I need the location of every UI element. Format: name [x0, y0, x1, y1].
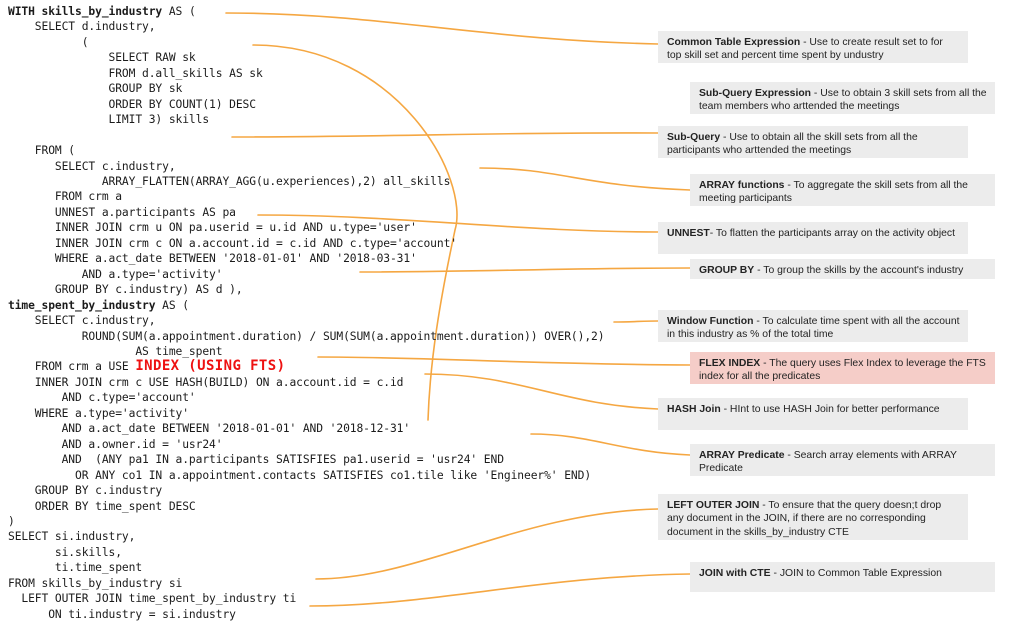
- annotation-term: FLEX INDEX: [699, 358, 761, 369]
- annotation-desc: - To aggregate the skill sets from all t…: [699, 180, 968, 205]
- annotation-desc: - To group the skills by the account's i…: [754, 265, 964, 276]
- annotation-term: GROUP BY: [699, 265, 755, 276]
- annotation-desc: - Use to obtain 3 skill sets from all th…: [699, 88, 987, 113]
- annotation-desc: - HInt to use HASH Join for better perfo…: [720, 404, 940, 415]
- annotation-desc: - To flatten the participants array on t…: [709, 228, 956, 239]
- annotation-term: HASH Join: [667, 404, 721, 415]
- annotation-window-function: Window Function - To calculate time spen…: [658, 310, 968, 342]
- annotation-sub-query: Sub-Query - Use to obtain all the skill …: [658, 126, 968, 158]
- annotation-cte: Common Table Expression - Use to create …: [658, 31, 968, 63]
- annotation-term: ARRAY Predicate: [699, 450, 785, 461]
- annotation-group-by: GROUP BY - To group the skills by the ac…: [690, 259, 995, 279]
- annotation-term: Sub-Query Expression: [699, 88, 812, 99]
- annotation-desc: - To ensure that the query doesn;t drop …: [667, 500, 942, 538]
- annotation-term: Common Table Expression: [667, 37, 801, 48]
- annotation-term: JOIN with CTE: [699, 568, 771, 579]
- annotation-array-functions: ARRAY functions - To aggregate the skill…: [690, 174, 995, 206]
- annotation-term: UNNEST: [667, 228, 710, 239]
- annotation-desc: - To calculate time spent with all the a…: [667, 316, 960, 341]
- annotation-desc: - The query uses Flex Index to leverage …: [699, 358, 986, 383]
- annotation-desc: - JOIN to Common Table Expression: [770, 568, 942, 579]
- annotation-term: LEFT OUTER JOIN: [667, 500, 760, 511]
- sql-code-pane: WITH skills_by_industry AS ( SELECT d.in…: [8, 5, 605, 621]
- annotation-desc: - Use to create result set to for top sk…: [667, 37, 943, 62]
- annotation-term: ARRAY functions: [699, 180, 785, 191]
- annotation-flex-index: FLEX INDEX - The query uses Flex Index t…: [690, 352, 995, 384]
- annotation-unnest: UNNEST- To flatten the participants arra…: [658, 222, 968, 254]
- annotation-sub-query-expression: Sub-Query Expression - Use to obtain 3 s…: [690, 82, 995, 114]
- annotation-left-outer-join: LEFT OUTER JOIN - To ensure that the que…: [658, 494, 968, 540]
- annotation-array-predicate: ARRAY Predicate - Search array elements …: [690, 444, 995, 476]
- annotation-desc: - Use to obtain all the skill sets from …: [667, 132, 918, 157]
- sql-query-text: WITH skills_by_industry AS ( SELECT d.in…: [8, 5, 605, 621]
- annotation-term: Sub-Query: [667, 132, 721, 143]
- annotation-join-with-cte: JOIN with CTE - JOIN to Common Table Exp…: [690, 562, 995, 592]
- annotation-desc: - Search array elements with ARRAY Predi…: [699, 450, 957, 475]
- annotation-term: Window Function: [667, 316, 754, 327]
- annotation-hash-join: HASH Join - HInt to use HASH Join for be…: [658, 398, 968, 430]
